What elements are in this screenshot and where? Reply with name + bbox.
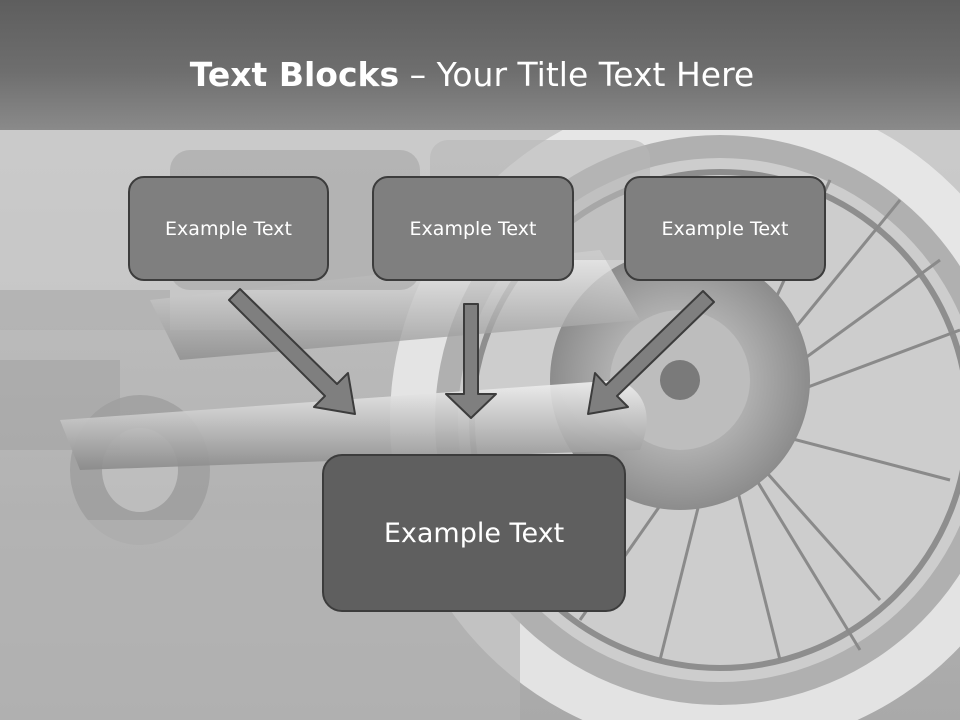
text-block-3: Example Text: [624, 176, 826, 281]
arrow-left: [228, 288, 356, 415]
title-band: [0, 0, 960, 130]
title-bold: Text Blocks: [189, 55, 400, 94]
main-text-block: Example Text: [322, 454, 626, 612]
slide-title: Text Blocks – Your Title Text Here: [0, 52, 944, 98]
text-block-2: Example Text: [372, 176, 574, 281]
text-block-1: Example Text: [128, 176, 329, 281]
arrow-middle: [445, 303, 497, 419]
title-rest: – Your Title Text Here: [399, 55, 755, 94]
arrow-right: [587, 290, 715, 415]
